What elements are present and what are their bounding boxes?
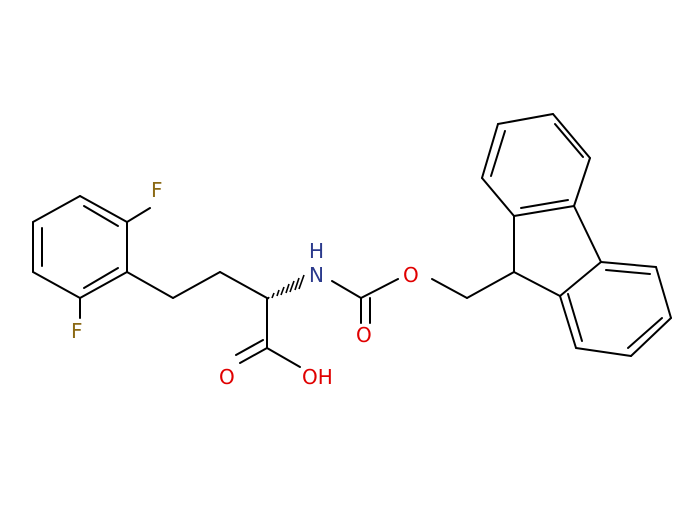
bond	[431, 278, 468, 299]
bond	[554, 123, 584, 158]
fluorine-label-top: F	[151, 178, 163, 202]
bond	[32, 271, 81, 299]
bond	[497, 113, 554, 125]
nitrogen-label: N	[309, 263, 324, 287]
bond	[83, 205, 119, 227]
bond	[513, 271, 561, 297]
nh-hydrogen-label: H	[309, 239, 324, 263]
bond	[573, 205, 602, 263]
hashed-wedge	[267, 274, 305, 300]
bond	[559, 295, 577, 349]
bond	[559, 261, 602, 297]
bond	[466, 271, 515, 299]
bond	[552, 113, 591, 159]
bond	[627, 317, 663, 349]
bond	[481, 177, 515, 217]
fluorine-label-bottom: F	[71, 319, 83, 343]
ester-oxygen-label: O	[403, 263, 419, 287]
bond	[266, 347, 301, 368]
bond	[83, 267, 119, 289]
bond	[567, 293, 583, 342]
bond	[490, 130, 506, 177]
hydroxyl-label: OH	[302, 365, 333, 389]
bond	[600, 261, 657, 268]
bond	[575, 347, 632, 357]
bond	[331, 280, 362, 299]
bond	[481, 123, 499, 179]
bond	[605, 269, 651, 275]
bond	[172, 271, 221, 299]
bond	[79, 271, 128, 299]
bond	[235, 339, 264, 356]
atom-labels: F F H N O O O OH	[71, 178, 419, 389]
bond	[513, 205, 575, 217]
bond	[239, 347, 268, 364]
bond	[520, 199, 569, 209]
bond	[573, 157, 591, 207]
bond	[79, 195, 128, 223]
bond	[32, 195, 81, 223]
bond	[360, 278, 399, 299]
bond	[630, 317, 672, 357]
bond	[655, 266, 672, 319]
bond	[126, 271, 174, 299]
bonds	[32, 113, 672, 368]
bond	[126, 207, 151, 223]
carbonyl-oxygen-label: O	[356, 323, 372, 347]
bond	[219, 271, 268, 299]
acid-carbonyl-oxygen-label: O	[219, 365, 235, 389]
